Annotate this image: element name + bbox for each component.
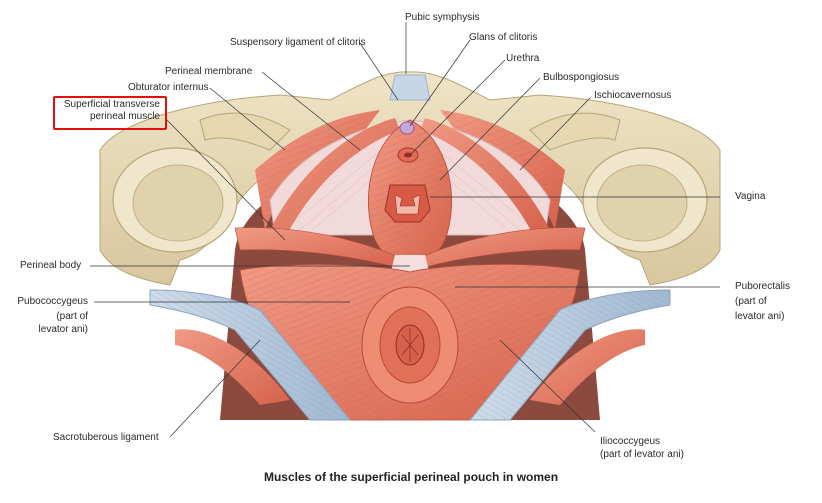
label-iliococcygeus-2: (part of levator ani) xyxy=(600,449,684,460)
vagina xyxy=(384,184,431,223)
label-perineal-body: Perineal body xyxy=(20,260,82,271)
label-bulbospongiosus: Bulbospongiosus xyxy=(543,72,620,83)
label-pubic-symphysis: Pubic symphysis xyxy=(405,12,480,23)
gluteus-right xyxy=(530,329,645,405)
label-sacrotuberous-ligament: Sacrotuberous ligament xyxy=(53,432,159,443)
label-puborectalis-1: Puborectalis xyxy=(735,281,791,292)
figure-caption: Muscles of the superficial perineal pouc… xyxy=(263,470,559,484)
label-pubococcygeus-3: levator ani) xyxy=(38,324,88,335)
label-urethra: Urethra xyxy=(506,53,540,64)
label-ischiocavernosus: Ischiocavernosus xyxy=(594,90,672,101)
pubic-symphysis xyxy=(389,74,431,101)
label-pubococcygeus-1: Pubococcygeus xyxy=(17,296,88,307)
label-glans-clitoris: Glans of clitoris xyxy=(469,32,538,43)
highlight-box xyxy=(53,96,167,130)
leader-lines xyxy=(90,22,720,438)
label-pubococcygeus-2: (part of xyxy=(56,311,88,322)
label-iliococcygeus-1: Iliococcygeus xyxy=(600,436,661,447)
label-puborectalis-3: levator ani) xyxy=(735,311,785,322)
label-suspensory-ligament: Suspensory ligament of clitoris xyxy=(230,37,366,48)
label-puborectalis-2: (part of xyxy=(735,296,767,307)
ischiocavernosus-left xyxy=(270,118,400,238)
gluteus-left xyxy=(175,329,290,405)
label-superficial-transverse-2: perineal muscle xyxy=(89,111,160,122)
ischiocavernosus-right xyxy=(420,118,550,238)
label-obturator-internus: Obturator internus xyxy=(128,82,209,93)
label-superficial-transverse-1: Superficial transverse xyxy=(63,99,160,110)
label-perineal-membrane: Perineal membrane xyxy=(165,66,253,77)
label-vagina: Vagina xyxy=(735,191,766,202)
